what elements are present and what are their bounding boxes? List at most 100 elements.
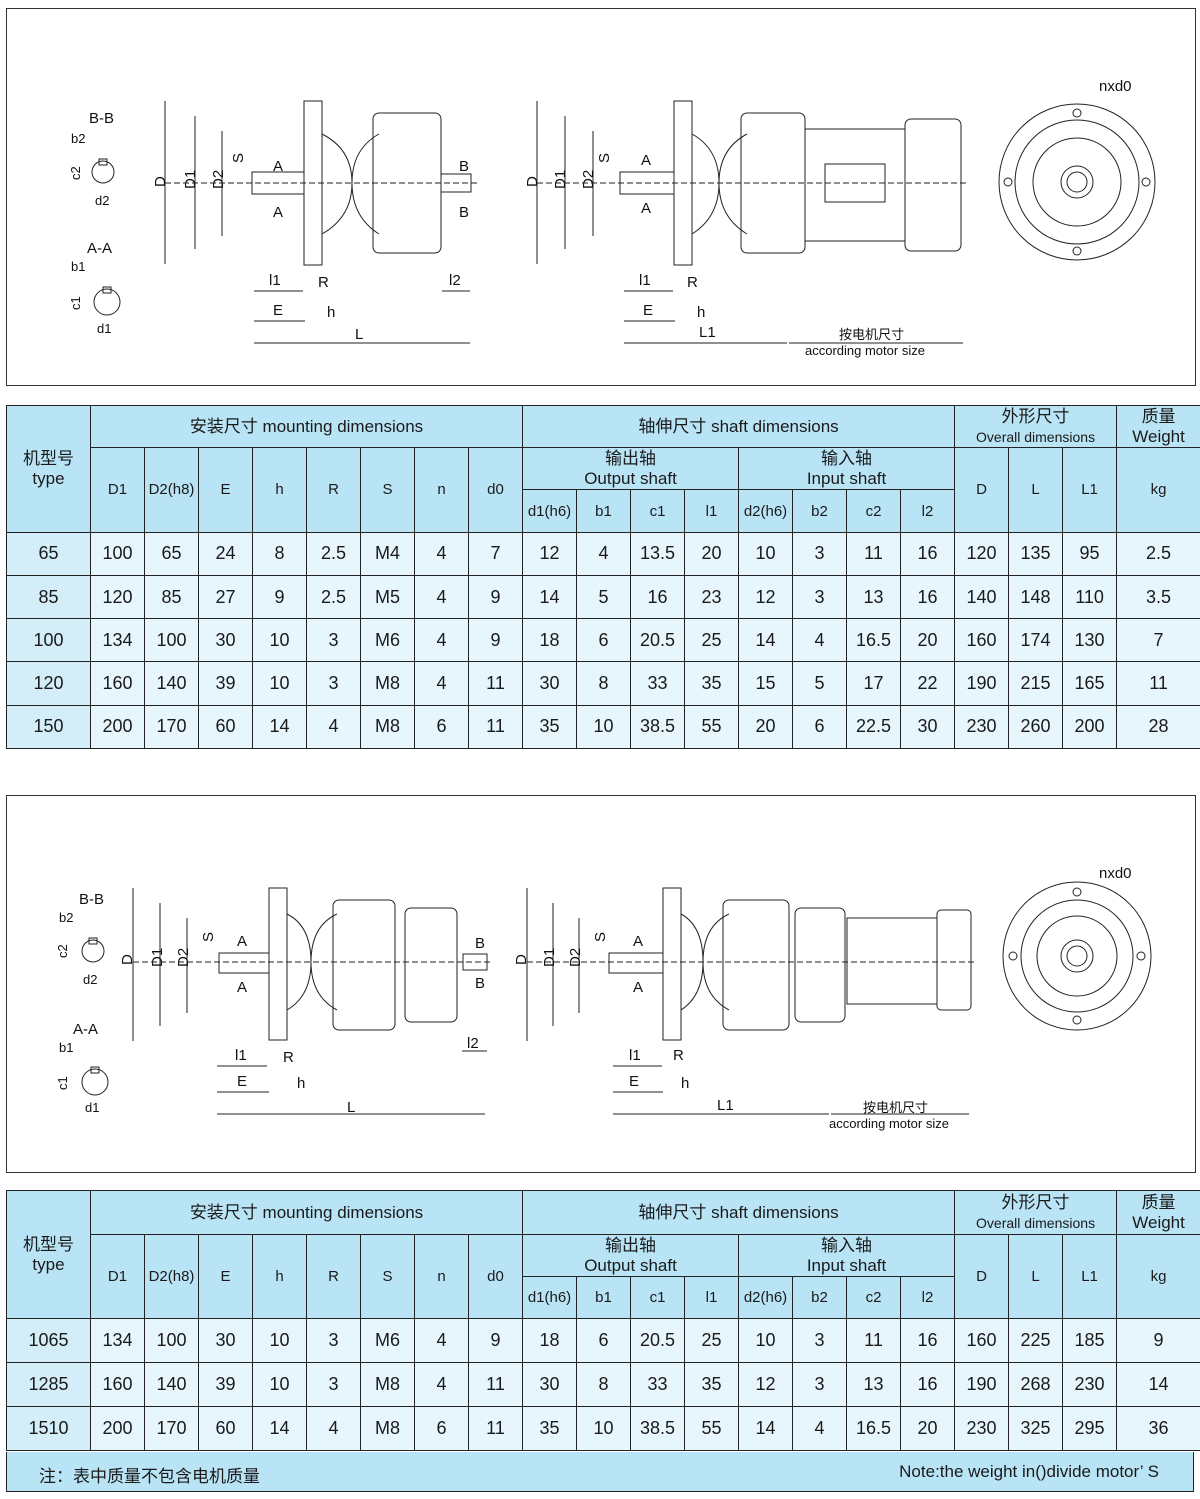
- dim-R: R: [318, 274, 329, 291]
- value-cell: 295: [1062, 1406, 1118, 1451]
- value-cell: 325: [1008, 1406, 1064, 1451]
- value-cell: 22.5: [846, 704, 901, 750]
- value-cell: 230: [954, 1406, 1010, 1451]
- value-cell: 100: [90, 531, 145, 576]
- d1-label: d1: [97, 321, 111, 336]
- end-view-outer: [998, 103, 1156, 261]
- value-cell: 39: [198, 661, 253, 706]
- section-bb-label-2: B-B: [79, 891, 104, 908]
- value-cell: 27: [198, 574, 253, 620]
- motor-body-2: [846, 917, 938, 1005]
- col-n: n: [414, 447, 469, 533]
- col-D2: D2(h8): [144, 447, 199, 533]
- value-cell: 16: [899, 531, 956, 576]
- drawing-2-svg: B-B b2 c2 d2 A-A b1 c1 d1 D D1 D2 S A A …: [55, 865, 1152, 1131]
- dim-D2-motor-2: D2: [567, 948, 584, 967]
- dim-l2-2: l2: [467, 1035, 479, 1052]
- value-cell: 25: [684, 618, 739, 663]
- type-cell: 1065: [6, 1318, 91, 1363]
- footnote-cn: 注：表中质量不包含电机质量: [39, 1467, 260, 1486]
- value-cell: 10: [576, 1406, 631, 1451]
- value-cell: 16.5: [846, 1406, 901, 1451]
- section-aa-label: A-A: [87, 240, 112, 257]
- col-d2-2: d2(h6): [738, 1276, 793, 1319]
- keyway-bb: [98, 158, 108, 166]
- b2-label-2: b2: [59, 910, 73, 925]
- value-cell: 20: [899, 1406, 956, 1451]
- value-cell: M6: [360, 618, 415, 663]
- value-cell: 160: [954, 618, 1010, 663]
- value-cell: 225: [1008, 1318, 1064, 1363]
- type-en-2: type: [32, 1254, 65, 1274]
- col-S-2: S: [360, 1234, 415, 1319]
- value-cell: 7: [468, 531, 523, 576]
- value-cell: 3: [792, 1362, 847, 1407]
- value-cell: 60: [198, 1406, 253, 1451]
- value-cell: 230: [1062, 1362, 1118, 1407]
- col-L: L: [1008, 447, 1064, 533]
- mounting-header: 安装尺寸 mounting dimensions: [90, 404, 523, 449]
- value-cell: 2.5: [306, 574, 361, 620]
- col-c1: c1: [630, 489, 685, 533]
- value-cell: 6: [414, 704, 469, 750]
- dim-D-2: D: [119, 954, 136, 965]
- value-cell: 174: [1008, 618, 1064, 663]
- drawing-panel-1: B-B b2 c2 d2 A-A b1 c1 d1 D D1 D2 S A A …: [6, 8, 1196, 386]
- dim-D1: D1: [182, 170, 199, 189]
- value-cell: 130: [1062, 618, 1118, 663]
- overall-cn-2: 外形尺寸: [1001, 1192, 1070, 1212]
- value-cell: 28: [1116, 704, 1200, 750]
- value-cell: 30: [522, 1362, 577, 1407]
- overall-en-2: Overall dimensions: [976, 1214, 1096, 1231]
- dim-D-motor-2: D: [513, 954, 530, 965]
- output-en: Output shaft: [584, 468, 677, 488]
- col-L1: L1: [1062, 447, 1118, 533]
- value-cell: M4: [360, 531, 415, 576]
- value-cell: 12: [738, 574, 793, 620]
- footnote-en: Note:the weight in()divide motor’ S: [899, 1462, 1159, 1481]
- value-cell: 35: [684, 661, 739, 706]
- value-cell: 8: [576, 661, 631, 706]
- col-d2: d2(h6): [738, 489, 793, 533]
- value-cell: 33: [630, 661, 685, 706]
- value-cell: 4: [414, 531, 469, 576]
- section-a-bottom-motor-2: A: [633, 979, 643, 996]
- value-cell: 60: [198, 704, 253, 750]
- motor-body: [804, 128, 906, 242]
- value-cell: 140: [144, 661, 199, 706]
- type-cell: 65: [6, 531, 91, 576]
- value-cell: 6: [792, 704, 847, 750]
- value-cell: 11: [468, 1406, 523, 1451]
- value-cell: 14: [738, 618, 793, 663]
- c1-label: c1: [68, 296, 83, 310]
- value-cell: M8: [360, 661, 415, 706]
- col-d0: d0: [468, 447, 523, 533]
- c2-label-2: c2: [55, 944, 70, 958]
- output-en-2: Output shaft: [584, 1255, 677, 1275]
- col-kg-2: kg: [1116, 1234, 1200, 1319]
- col-l2: l2: [899, 489, 956, 533]
- weight-en-2: Weight: [1132, 1212, 1185, 1232]
- value-cell: 38.5: [630, 704, 685, 750]
- dim-l1-2: l1: [235, 1047, 247, 1064]
- dim-D1-motor-2: D1: [541, 948, 558, 967]
- value-cell: 16.5: [846, 618, 901, 663]
- col-D1: D1: [90, 447, 145, 533]
- col-d1-2: d1(h6): [522, 1276, 577, 1319]
- dim-l1-motor-2: l1: [629, 1047, 641, 1064]
- value-cell: 10: [252, 661, 307, 706]
- value-cell: 9: [468, 574, 523, 620]
- weight-cn-2: 质量: [1141, 1192, 1176, 1212]
- value-cell: 16: [899, 1362, 956, 1407]
- col-h: h: [252, 447, 307, 533]
- section-aa-label-2: A-A: [73, 1021, 98, 1038]
- value-cell: 3: [306, 1362, 361, 1407]
- value-cell: 20: [738, 704, 793, 750]
